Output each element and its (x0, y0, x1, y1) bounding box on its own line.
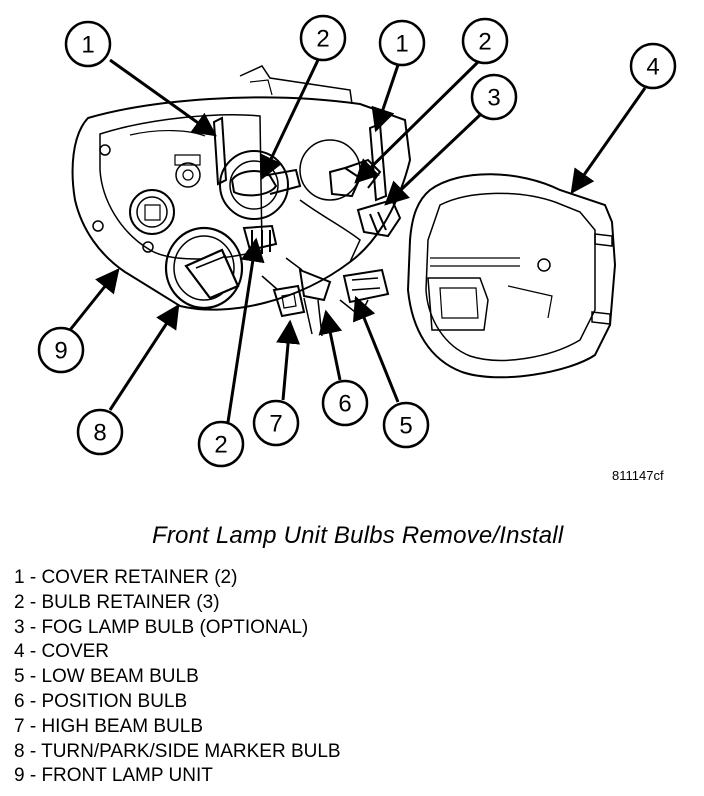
callout-number: 6 (338, 391, 351, 418)
legend-item: 5 - LOW BEAM BULB (14, 666, 199, 688)
arrow-4 (570, 87, 647, 194)
arrow-9 (68, 268, 120, 331)
callout-9: 9 (37, 326, 85, 374)
arrow-5 (352, 295, 400, 403)
callout-3: 3 (470, 73, 518, 121)
cover-retainer (212, 116, 228, 186)
callout-1: 1 (378, 19, 426, 67)
legend-item: 3 - FOG LAMP BULB (OPTIONAL) (14, 616, 309, 638)
callout-number: 3 (487, 85, 500, 112)
callout-5: 5 (382, 401, 430, 449)
callout-1: 1 (64, 20, 112, 68)
legend-item: 6 - POSITION BULB (14, 690, 188, 712)
arrow-6 (318, 309, 343, 381)
lamp-diagram: 1 2 1 2 3 4 9 8 (37, 14, 677, 468)
arrow-8 (108, 303, 180, 411)
callout-number: 4 (646, 54, 659, 81)
callout-number: 8 (93, 420, 106, 447)
callout-2: 2 (461, 17, 509, 65)
callout-number: 9 (54, 338, 67, 365)
low-beam-bulb (339, 268, 390, 318)
figure-caption: Front Lamp Unit Bulbs Remove/Install (152, 522, 564, 549)
figure-id: 811147cf (612, 468, 664, 483)
callout-6: 6 (321, 379, 369, 427)
legend-item: 9 - FRONT LAMP UNIT (14, 765, 213, 787)
arrow-7 (276, 319, 301, 401)
callout-2: 2 (197, 420, 245, 468)
arrow-1-left (109, 58, 217, 137)
bulb-retainer-clip (230, 168, 302, 197)
legend-item: 2 - BULB RETAINER (3) (14, 591, 220, 613)
callout-number: 1 (81, 32, 94, 59)
callout-7: 7 (252, 399, 300, 447)
parts-legend: 1 - COVER RETAINER (2) 2 - BULB RETAINER… (14, 566, 341, 789)
callout-number: 5 (399, 413, 412, 440)
arrow-3 (384, 113, 482, 206)
callout-number: 7 (269, 411, 282, 438)
callout-arrows (68, 58, 647, 423)
legend-item: 7 - HIGH BEAM BULB (14, 715, 203, 737)
arrow-2-right (354, 60, 480, 184)
callout-4: 4 (629, 42, 677, 90)
callout-number: 1 (395, 31, 408, 58)
legend-item: 4 - COVER (14, 641, 110, 663)
callouts: 1 2 1 2 3 4 9 8 (37, 14, 677, 468)
arrow-1-right (371, 64, 400, 133)
callout-2: 2 (299, 14, 347, 62)
callout-number: 2 (478, 29, 491, 56)
legend-item: 8 - TURN/PARK/SIDE MARKER BULB (14, 740, 341, 762)
turn-park-side-marker-bulb (164, 226, 244, 310)
legend-item: 1 - COVER RETAINER (2) (14, 567, 238, 588)
arrow-2-left (260, 59, 320, 181)
arrow-2-bottom (226, 237, 265, 423)
callout-8: 8 (76, 408, 124, 456)
position-bulb (285, 257, 332, 337)
high-beam-bulb (261, 275, 306, 318)
callout-number: 2 (316, 26, 329, 53)
lamp-cover (406, 173, 617, 379)
callout-number: 2 (214, 432, 227, 459)
